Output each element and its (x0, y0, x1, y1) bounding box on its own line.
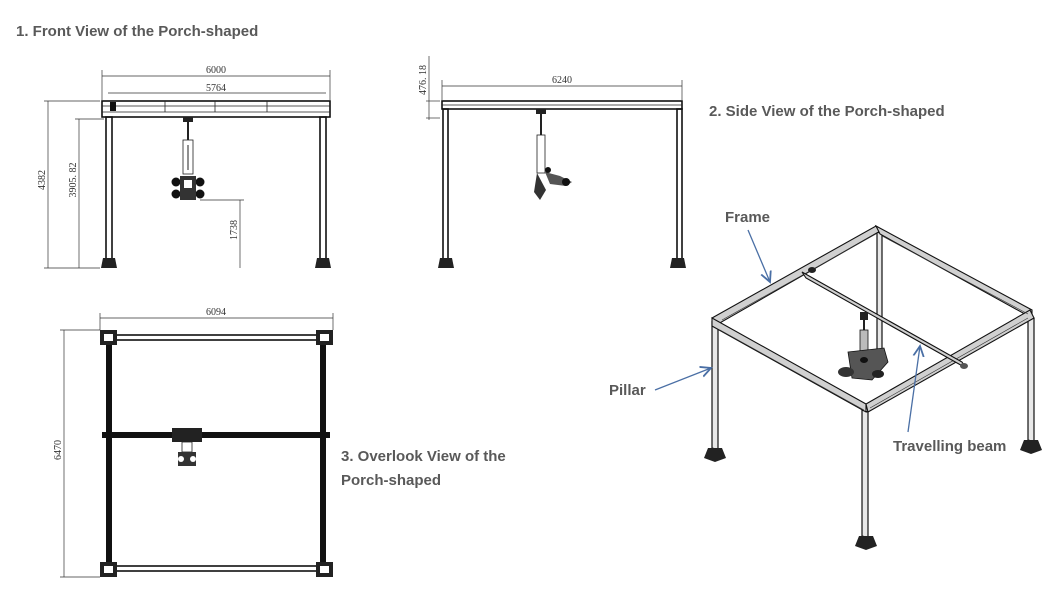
frame-callout-label: Frame (725, 209, 771, 226)
iso-foot-left (704, 448, 726, 462)
front-right-pillar (319, 116, 327, 261)
iso-pillar-back (876, 231, 883, 363)
front-dim-beam-height: 3905. 82 (68, 163, 79, 198)
front-dim-lift-height: 1738 (229, 220, 240, 240)
side-right-foot (670, 258, 686, 268)
overlook-dim-length: 6470 (53, 440, 64, 460)
overlook-left-rail (106, 340, 112, 566)
front-top-beam (101, 100, 331, 118)
iso-foot-front (855, 536, 877, 550)
side-vacuum-lifter (534, 109, 572, 200)
front-dim-inner-width: 5764 (206, 83, 226, 94)
overlook-bottom-rail (107, 565, 325, 572)
overlook-view-dimensions: 6094 6470 (53, 307, 334, 578)
overlook-right-rail (320, 340, 326, 566)
side-dim-width: 6240 (552, 75, 572, 86)
overlook-dim-width: 6094 (206, 307, 226, 318)
front-dim-total-width: 6000 (206, 65, 226, 76)
side-view-title: 2. Side View of the Porch-shaped (709, 103, 945, 120)
callout-arrows (654, 229, 920, 433)
overlook-view-drawing (100, 330, 333, 577)
iso-frame-front-left (711, 317, 867, 413)
iso-frame-back-left (711, 225, 884, 325)
iso-frame-back-right (874, 224, 1033, 319)
side-left-foot (438, 258, 454, 268)
side-dim-beam-depth: 476. 18 (418, 65, 429, 95)
overlook-top-rail (107, 334, 325, 341)
side-left-pillar (442, 108, 449, 261)
overlook-view-title-line1: 3. Overlook View of the (341, 448, 506, 465)
iso-foot-right (1020, 440, 1042, 454)
pillar-callout-label: Pillar (609, 382, 646, 399)
front-vacuum-lifter (171, 117, 205, 200)
iso-vacuum-lifter (838, 312, 889, 381)
frame-arrow (747, 229, 770, 282)
side-view-dimensions: 6240 476. 18 (418, 56, 683, 120)
overlook-travelling-beam (102, 432, 330, 438)
front-left-foot (101, 258, 117, 268)
overlook-vacuum-lifter (172, 428, 202, 466)
front-right-foot (315, 258, 331, 268)
travelling-beam-arrow (907, 346, 920, 433)
front-dim-total-height: 4382 (37, 170, 48, 190)
iso-pillar-left (711, 321, 719, 451)
iso-pillar-front (861, 409, 869, 539)
iso-pillar-right (1027, 315, 1035, 443)
front-view-dimensions: 6000 5764 4382 3905. 82 1738 (37, 65, 331, 269)
front-view-drawing (101, 100, 331, 268)
front-left-pillar (105, 116, 113, 261)
side-view-drawing (438, 100, 686, 268)
pillar-arrow (654, 368, 711, 391)
front-view-title: 1. Front View of the Porch-shaped (16, 23, 259, 40)
overlook-view-title-line2: Porch-shaped (341, 472, 442, 489)
side-right-pillar (676, 108, 683, 261)
travelling-beam-callout-label: Travelling beam (893, 438, 1007, 455)
isometric-3d-drawing (704, 224, 1042, 550)
